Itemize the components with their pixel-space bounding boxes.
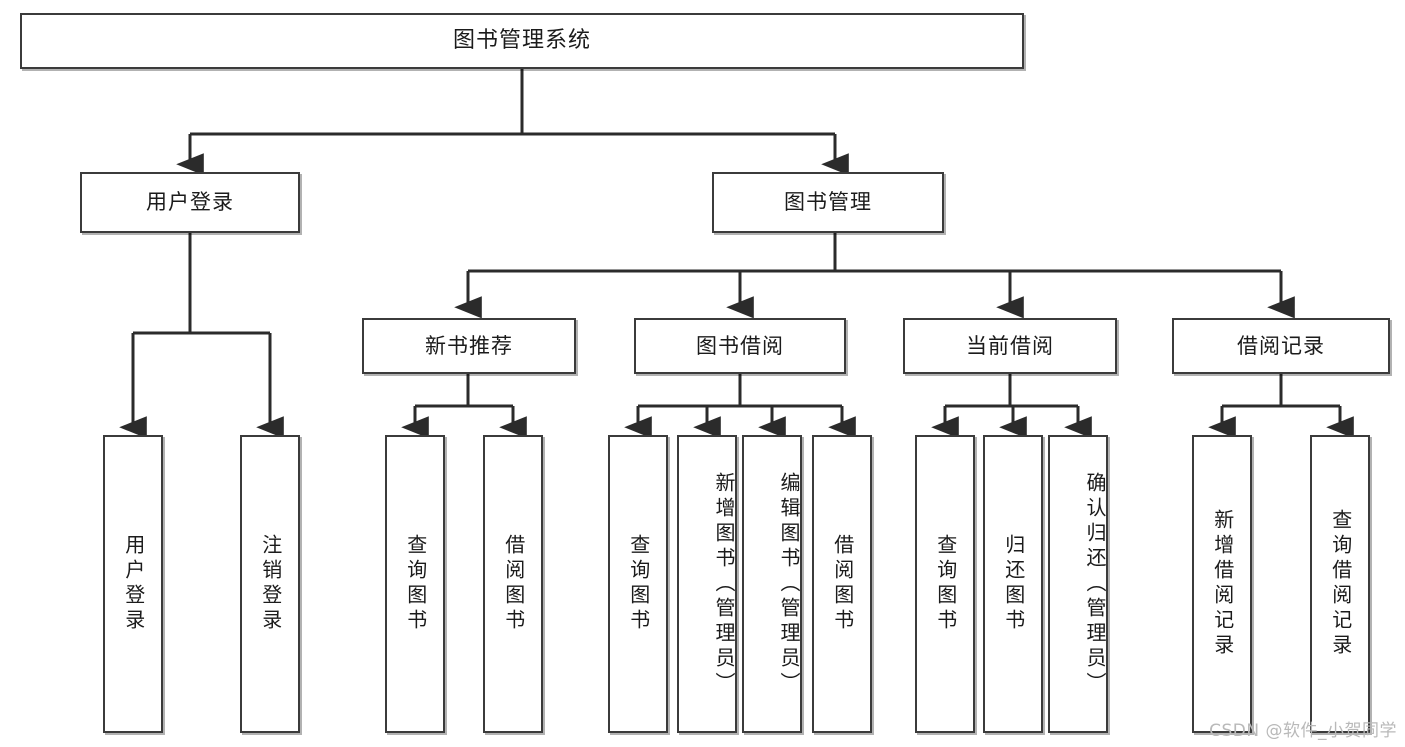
node-leaf-query-book-current[interactable]: 查询图书	[915, 435, 975, 733]
node-label: 查询借阅记录	[1328, 509, 1353, 659]
node-book-manage[interactable]: 图书管理	[712, 172, 944, 233]
node-label: 查询图书	[626, 534, 651, 634]
node-user-login[interactable]: 用户登录	[80, 172, 300, 233]
node-leaf-logout[interactable]: 注销登录	[240, 435, 300, 733]
node-current-borrow[interactable]: 当前借阅	[903, 318, 1117, 374]
node-leaf-user-login[interactable]: 用户登录	[103, 435, 163, 733]
node-leaf-confirm-return[interactable]: 确认归还（管理员）	[1048, 435, 1108, 733]
node-label: 编辑图书（管理员）	[777, 471, 801, 697]
node-label: 用户登录	[146, 190, 234, 215]
node-label: 用户登录	[121, 534, 146, 634]
watermark-text: CSDN @软件_小贺同学	[1209, 721, 1397, 741]
node-label: 查询图书	[933, 534, 958, 634]
node-borrow-record[interactable]: 借阅记录	[1172, 318, 1390, 374]
node-label: 图书管理	[784, 190, 872, 215]
node-label: 图书借阅	[696, 333, 784, 358]
node-book-borrow[interactable]: 图书借阅	[634, 318, 846, 374]
node-label: 借阅图书	[501, 534, 526, 634]
node-root-system[interactable]: 图书管理系统	[20, 13, 1024, 69]
node-leaf-borrow-book-recommend[interactable]: 借阅图书	[483, 435, 543, 733]
node-label: 借阅图书	[830, 534, 855, 634]
node-new-book-recommend[interactable]: 新书推荐	[362, 318, 576, 374]
node-label: 查询图书	[403, 534, 428, 634]
node-leaf-add-book[interactable]: 新增图书（管理员）	[677, 435, 737, 733]
node-leaf-query-book-recommend[interactable]: 查询图书	[385, 435, 445, 733]
node-label: 注销登录	[258, 534, 283, 634]
node-leaf-edit-book[interactable]: 编辑图书（管理员）	[742, 435, 802, 733]
node-leaf-return-book[interactable]: 归还图书	[983, 435, 1043, 733]
node-leaf-borrow-book[interactable]: 借阅图书	[812, 435, 872, 733]
node-label: 当前借阅	[966, 333, 1054, 358]
node-label: 确认归还（管理员）	[1083, 471, 1107, 697]
node-label: 新增图书（管理员）	[712, 471, 736, 697]
node-leaf-add-borrow-record[interactable]: 新增借阅记录	[1192, 435, 1252, 733]
node-label: 图书管理系统	[452, 28, 591, 54]
node-label: 归还图书	[1001, 534, 1026, 634]
node-label: 借阅记录	[1237, 333, 1325, 358]
node-leaf-query-book-borrow[interactable]: 查询图书	[608, 435, 668, 733]
node-leaf-query-borrow-record[interactable]: 查询借阅记录	[1310, 435, 1370, 733]
node-label: 新增借阅记录	[1210, 509, 1235, 659]
node-label: 新书推荐	[425, 333, 513, 358]
